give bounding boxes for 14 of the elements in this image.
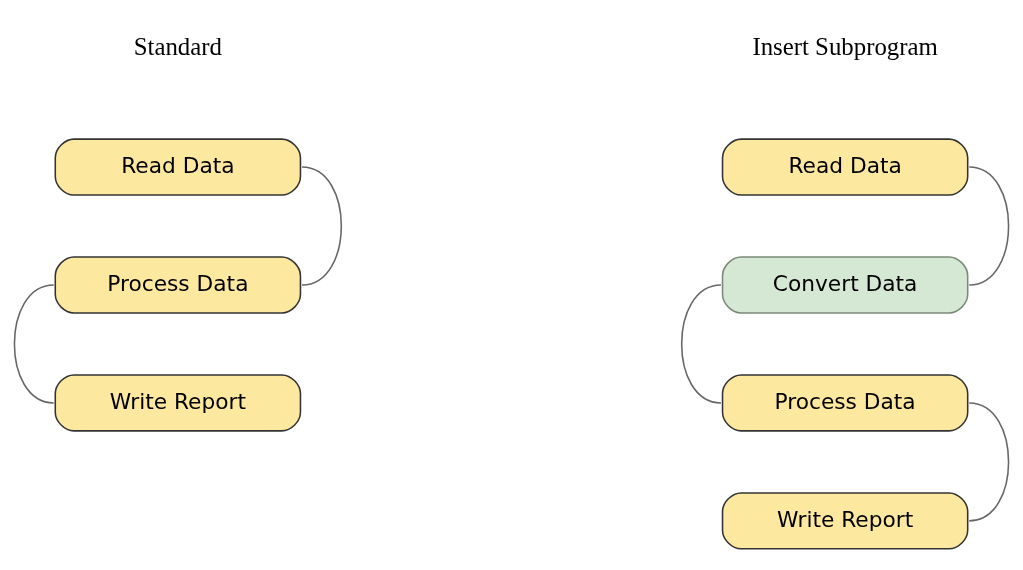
connector: [680, 284, 722, 404]
connector: [13, 284, 55, 404]
connector: [968, 166, 1010, 286]
label: Insert Subprogram: [752, 33, 938, 61]
connector: [968, 402, 1010, 522]
node-box: Process Data: [54, 256, 302, 314]
connector: [301, 166, 343, 286]
node-box: Write Report: [721, 492, 969, 550]
node-box: Write Report: [54, 374, 302, 432]
node-box: Process Data: [721, 374, 969, 432]
node-box: Read Data: [721, 138, 969, 196]
node-box: Convert Data: [721, 256, 969, 314]
node-box: Read Data: [54, 138, 302, 196]
label: Standard: [133, 33, 222, 61]
